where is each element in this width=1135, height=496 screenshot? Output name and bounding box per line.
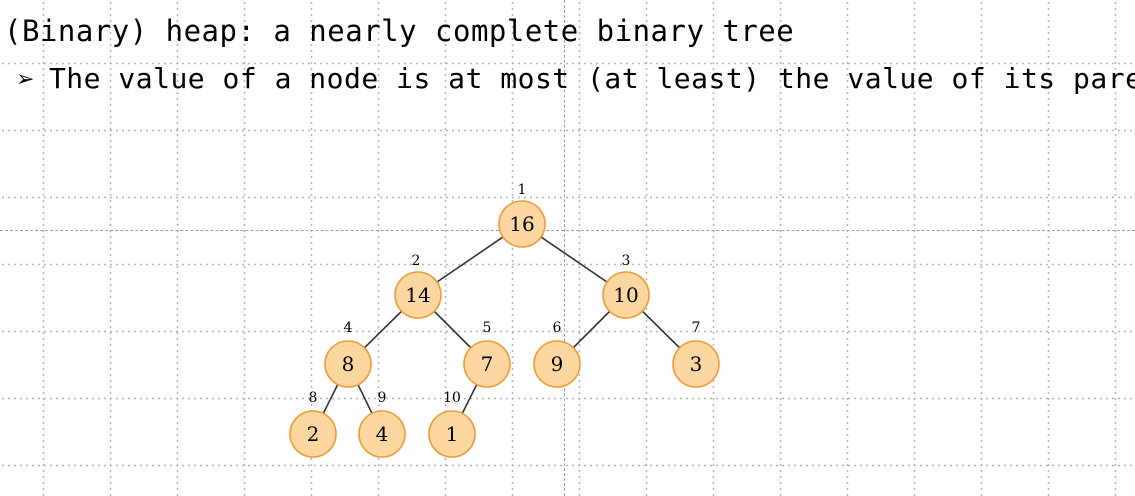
- bullet-arrow-icon: ➢: [16, 67, 35, 92]
- node-circle: [324, 340, 372, 388]
- heap-node-3: 10 3: [602, 253, 650, 319]
- bullet-line: ➢ The value of a node is at most (at leas…: [16, 62, 1135, 95]
- node-index-label: 5: [483, 320, 492, 336]
- node-index-label: 10: [443, 390, 461, 406]
- guide-horizontal: [0, 230, 1135, 231]
- heap-node-8: 28: [289, 390, 337, 458]
- heap-edges: [312, 223, 697, 435]
- heap-node-10: 1 10: [428, 390, 476, 458]
- heap-node-5: 75: [463, 320, 511, 388]
- node-index-label: 3: [622, 253, 631, 269]
- node-circle: [498, 200, 546, 248]
- node-value: 16: [509, 212, 534, 236]
- node-circle: [289, 410, 337, 458]
- node-index-label: 2: [412, 253, 421, 269]
- heap-node-6: 96: [533, 320, 581, 388]
- heap-node-7: 37: [672, 320, 720, 388]
- node-circle: [358, 410, 406, 458]
- node-value: 9: [551, 352, 564, 376]
- node-circle: [463, 340, 511, 388]
- node-circle: [533, 340, 581, 388]
- node-index-label: 8: [309, 390, 318, 406]
- node-value: 14: [405, 283, 430, 307]
- node-circle: [394, 271, 442, 319]
- node-value: 1: [446, 422, 459, 446]
- node-value: 10: [613, 283, 638, 307]
- node-index-label: 6: [553, 320, 562, 336]
- node-value: 2: [307, 422, 320, 446]
- heap-node-2: 14 2: [394, 253, 442, 319]
- node-circle: [602, 271, 650, 319]
- node-index-label: 1: [518, 182, 527, 198]
- guide-vertical: [564, 0, 565, 496]
- node-index-label: 7: [692, 320, 701, 336]
- node-value: 8: [342, 352, 355, 376]
- heap-node-4: 84: [324, 320, 372, 388]
- heap-node-1: 16 1: [498, 182, 546, 248]
- node-value: 7: [481, 352, 494, 376]
- bullet-text: The value of a node is at most (at least…: [48, 62, 1135, 95]
- node-circle: [672, 340, 720, 388]
- node-circle: [428, 410, 476, 458]
- node-value: 3: [690, 352, 703, 376]
- node-index-label: 4: [344, 320, 353, 336]
- slide-title: (Binary) heap: a nearly complete binary …: [4, 14, 795, 48]
- heap-node-9: 49: [358, 390, 406, 458]
- node-index-label: 9: [378, 390, 387, 406]
- node-value: 4: [376, 422, 389, 446]
